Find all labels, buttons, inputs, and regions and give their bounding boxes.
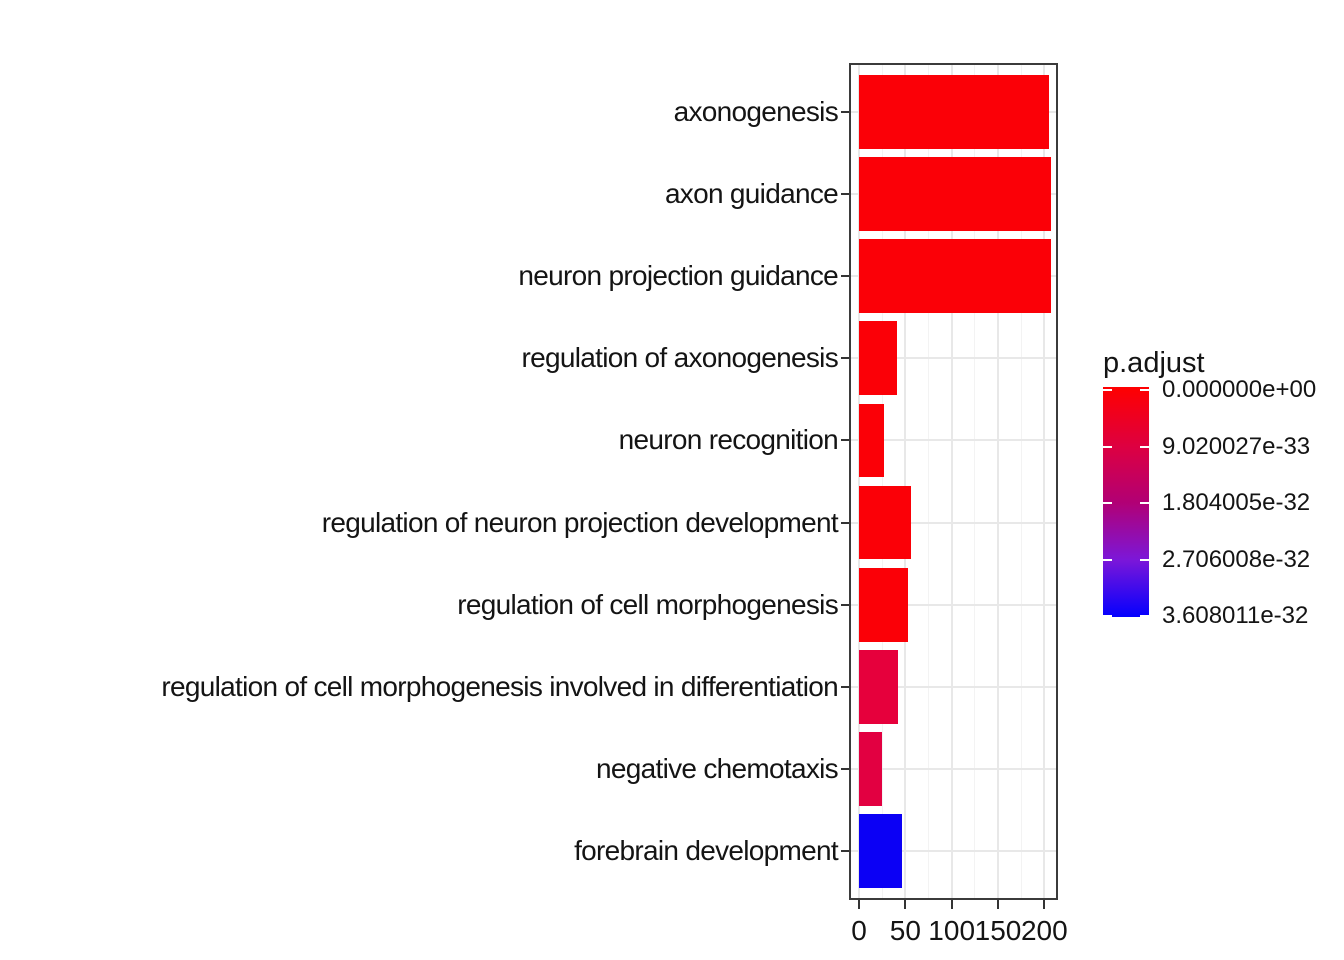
legend-tick-label: 1.804005e-32 [1162,488,1311,516]
gridline-minor-x [927,63,929,900]
bar [859,485,911,560]
legend-colorbar-tick [1140,558,1149,561]
legend-tick-label: 3.608011e-32 [1162,602,1309,630]
legend-colorbar-tick [1103,501,1112,504]
x-axis-tick-label: 200 [1020,915,1068,946]
gridline-major-y [849,767,1058,770]
bar [859,731,883,806]
x-axis-tick [996,900,999,909]
x-axis-tick-label: 150 [974,915,1022,946]
gridline-major-x [1043,63,1046,900]
y-axis-tick [841,685,850,688]
y-axis-label: regulation of axonogenesis [521,342,839,374]
x-axis-tick-label: 50 [889,915,921,946]
legend-colorbar-tick [1140,615,1149,618]
y-axis-label: forebrain development [574,834,839,866]
legend-colorbar-tick [1103,388,1112,391]
legend-colorbar-tick [1140,446,1149,449]
legend-tick-label: 2.706008e-32 [1162,545,1311,573]
legend-title: p.adjust [1103,347,1205,379]
gridline-major-x [996,63,999,900]
x-axis-tick [950,900,953,909]
y-axis-label: axonogenesis [673,96,839,128]
legend-colorbar-tick [1103,446,1112,449]
y-axis-tick [841,357,850,360]
legend-tick-label: 9.020027e-33 [1162,433,1311,461]
bar [859,321,897,396]
gridline-major-y [849,849,1058,852]
legend-colorbar-tick [1140,388,1149,391]
y-axis-tick [841,111,850,114]
y-axis-label: neuron recognition [618,424,839,456]
legend-colorbar-tick [1103,615,1112,618]
gridline-major-y [849,357,1058,360]
y-axis-tick [841,439,850,442]
x-axis-tick [858,900,860,909]
bar [859,75,1049,150]
gridline-major-x [858,63,860,900]
bar [859,157,1051,232]
y-axis-label: regulation of neuron projection developm… [321,506,839,538]
x-axis-tick [904,900,907,909]
bar [859,567,909,642]
y-axis-tick [841,767,850,770]
gridline-major-x [950,63,953,900]
y-axis-label: axon guidance [664,178,839,210]
x-axis-tick [1043,900,1046,909]
y-axis-tick [841,849,850,852]
gridline-minor-x [1020,63,1022,900]
gridline-major-y [849,521,1058,524]
y-axis-label: neuron projection guidance [518,260,838,292]
gridline-minor-x [974,63,976,900]
y-axis-tick [841,603,850,606]
legend-tick-label: 0.000000e+00 [1162,375,1317,403]
y-axis-label: regulation of cell morphogenesis involve… [161,670,838,702]
bar [859,649,898,724]
gridline-major-y [849,685,1058,688]
legend-colorbar-tick [1140,501,1149,504]
gridline-major-x [904,63,907,900]
y-axis-label: regulation of cell morphogenesis [457,588,838,620]
gridline-minor-x [881,63,883,900]
bar [859,239,1051,314]
gridline-major-y [849,603,1058,606]
bar [859,403,885,478]
y-axis-tick [841,193,850,196]
gridline-major-y [849,439,1058,442]
x-axis-tick-label: 100 [928,915,976,946]
y-axis-label: negative chemotaxis [596,752,839,784]
y-axis-tick [841,521,850,524]
bar [859,813,902,888]
legend-colorbar-tick [1103,558,1112,561]
x-axis-tick-label: 0 [851,915,867,946]
y-axis-tick [841,275,850,278]
